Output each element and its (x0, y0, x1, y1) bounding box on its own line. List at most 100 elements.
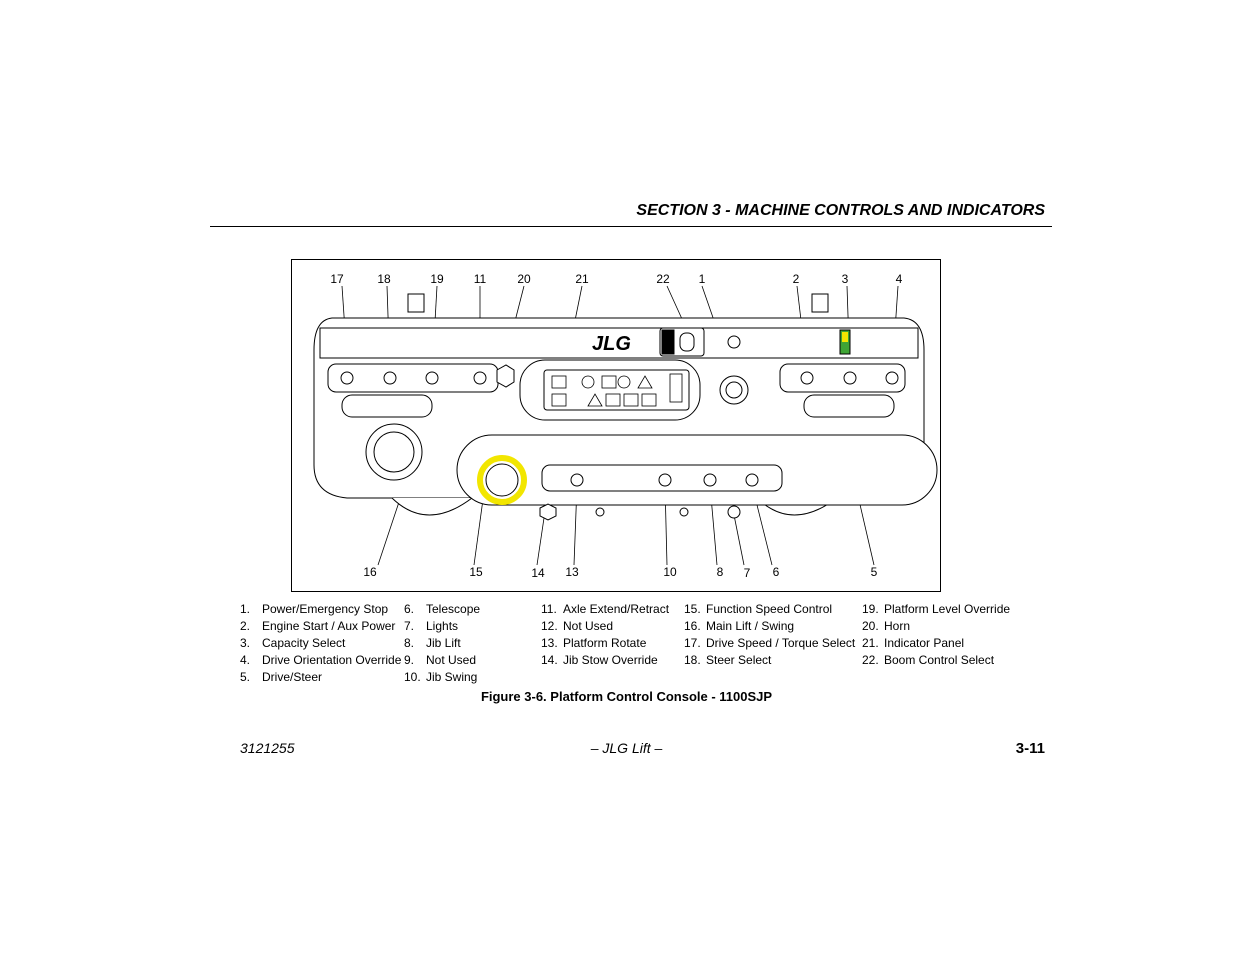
legend-item: 6. Telescope (404, 601, 480, 618)
legend-item-label: Capacity Select (262, 636, 346, 650)
legend-item-label: Boom Control Select (884, 653, 995, 667)
figure-caption: Figure 3-6. Platform Control Console - 1… (480, 689, 773, 704)
legend-item-number: 12. (541, 619, 558, 633)
legend-item-number: 4. (240, 653, 251, 667)
legend-item: 19. Platform Level Override (862, 601, 1010, 618)
left-switch-row (327, 363, 499, 418)
legend-item: 9.Not Used (404, 652, 480, 669)
callout-number: 11 (474, 272, 487, 286)
legend-item-number: 17. (684, 636, 701, 650)
legend-item: 4. Drive Orientation Override (240, 652, 401, 669)
legend-item-number: 6. (404, 602, 415, 616)
legend-item-number: 14. (541, 653, 558, 667)
legend-item: 18. Steer Select (684, 652, 855, 669)
callout-number: 1 (699, 272, 706, 286)
legend-item: 2.Engine Start / Aux Power (240, 618, 401, 635)
capacity-indicator-yellow (842, 332, 848, 342)
top-callouts: 17 18 19 11 20 21 22 1 2 3 4 (330, 272, 902, 286)
indicator-panel (519, 359, 701, 421)
legend-item: 8. Jib Lift (404, 635, 480, 652)
right-switch-row (779, 363, 906, 418)
legend-column-4: 15. Function Speed Control 16. Main Lift / … (684, 601, 855, 669)
callout-number: 3 (842, 272, 849, 286)
callout-number: 20 (517, 272, 531, 286)
legend-item-label: Steer Select (706, 653, 772, 667)
legend-item-number: 22. (862, 653, 879, 667)
legend-item-label: Platform Level Override (884, 602, 1011, 616)
legend-item: 15. Function Speed Control (684, 601, 855, 618)
legend-item: 14. Jib Stow Override (541, 652, 669, 669)
legend-item-label: Drive/Steer (262, 670, 323, 684)
power-emergency-stop (719, 375, 749, 405)
legend-item-label: Main Lift / Swing (706, 619, 795, 633)
legend-item-label: Engine Start / Aux Power (262, 619, 396, 633)
legend-item-label: Jib Lift (426, 636, 461, 650)
legend-item-number: 19. (862, 602, 879, 616)
legend-item-number: 8. (404, 636, 415, 650)
callout-number: 13 (565, 565, 579, 579)
legend-item: 5.Drive/Steer (240, 669, 401, 686)
legend-item-number: 13. (541, 636, 558, 650)
legend-item: 22. Boom Control Select (862, 652, 1010, 669)
callout-number: 19 (430, 272, 444, 286)
callout-number: 15 (469, 565, 483, 579)
legend-item-label: Indicator Panel (884, 636, 965, 650)
top-switch-icons (407, 293, 829, 313)
footer-title: – JLG Lift – (590, 740, 663, 756)
legend-item-label: Function Speed Control (706, 602, 833, 616)
callout-number: 22 (656, 272, 670, 286)
legend-item-number: 20. (862, 619, 879, 633)
legend-item-number: 16. (684, 619, 701, 633)
legend-item-label: Platform Rotate (563, 636, 647, 650)
legend-item: 3.Capacity Select (240, 635, 401, 652)
callout-number: 5 (871, 565, 878, 579)
callout-number: 6 (773, 565, 780, 579)
callout-number: 4 (896, 272, 903, 286)
legend-item-label: Jib Swing (426, 670, 478, 684)
legend-item-number: 7. (404, 619, 415, 633)
callout-number: 16 (363, 565, 377, 579)
section-title: SECTION 3 - MACHINE CONTROLS AND INDICAT… (636, 202, 1045, 219)
legend-item-label: Power/Emergency Stop (262, 602, 389, 616)
legend-item-number: 10. (404, 670, 421, 684)
callout-number: 7 (744, 566, 751, 580)
power-indicator (727, 335, 741, 349)
legend-item-label: Telescope (426, 602, 481, 616)
legend-item-number: 21. (862, 636, 879, 650)
callout-number: 14 (531, 566, 545, 580)
doc-number: 3121255 (240, 740, 295, 756)
legend-item-number: 15. (684, 602, 701, 616)
callout-number: 21 (575, 272, 589, 286)
page-number: 3-11 (1015, 740, 1045, 757)
horn-button-shape (496, 364, 515, 388)
legend-item: 17. Drive Speed / Torque Select (684, 635, 855, 652)
legend-item-number: 9. (404, 653, 415, 667)
legend-item-label: Not Used (563, 619, 614, 633)
legend-item-label: Axle Extend/Retract (563, 602, 670, 616)
callout-number: 8 (717, 565, 724, 579)
legend-column-1: 1. Power/Emergency Stop 2.Engine Start / A… (240, 601, 401, 686)
callout-number: 18 (377, 272, 391, 286)
jlg-logo: JLG (592, 333, 631, 355)
boom-control-select (659, 327, 705, 357)
legend-item: 20.Horn (862, 618, 1010, 635)
legend-item-label: Drive Speed / Torque Select (706, 636, 856, 650)
main-lift-swing-joystick (365, 423, 423, 481)
legend-item: 12. Not Used (541, 618, 669, 635)
legend-item-label: Lights (426, 619, 459, 633)
legend-item-number: 18. (684, 653, 701, 667)
legend-item-number: 1. (240, 602, 251, 616)
legend-item: 11.Axle Extend/Retract (541, 601, 669, 618)
callout-number: 2 (793, 272, 800, 286)
legend-item-label: Jib Stow Override (563, 653, 658, 667)
legend-item: 10. Jib Swing (404, 669, 480, 686)
legend-item: 13. Platform Rotate (541, 635, 669, 652)
legend-item-label: Drive Orientation Override (262, 653, 402, 667)
callout-number: 17 (330, 272, 344, 286)
